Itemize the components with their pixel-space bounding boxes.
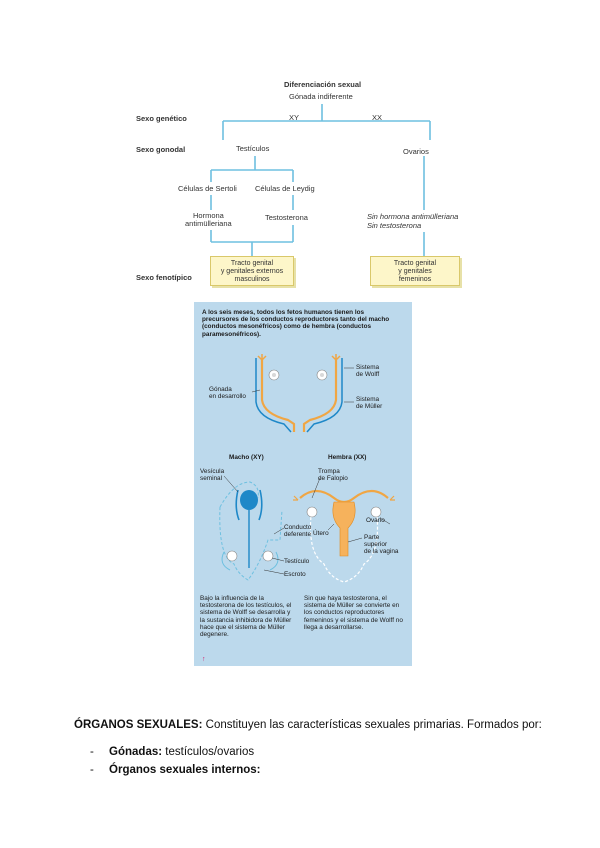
node-leydig-cells: Células de Leydig [255,184,315,193]
label-muller-system: Sistema de Müller [356,396,382,410]
label-fallopian-tube: Trompa de Falopio [318,468,348,482]
box-female-line3: femeninos [398,276,432,283]
row-label-genetic: Sexo genético [136,114,187,123]
label-tube-line1: Trompa [318,468,340,475]
box-male-tract: Tracto genital y genitales externos masc… [210,256,294,286]
label-wolff-line1: Sistema [356,364,380,371]
node-ovaries: Ovarios [403,147,429,156]
caption-male: Bajo la influencia de la testosterona de… [200,595,292,639]
box-female-line1: Tracto genital [393,260,437,267]
list-item: - Órganos sexuales internos: [90,764,261,776]
label-upper-vagina: Parte superior de la vagina [364,534,398,555]
list-item-bold: Órganos sexuales internos: [109,764,261,776]
diagram-connector-lines [210,104,431,256]
box-male-line2: y genitales externos [220,268,284,275]
indifferent-duct-illustration [219,354,395,583]
caption-female: Sin que haya testosterona, el sistema de… [304,595,403,631]
row-label-phenotypic: Sexo fenotípico [136,273,192,282]
label-vagina-line1: Parte [364,534,380,541]
label-uterus: Útero [313,530,329,537]
list-dash: - [90,764,94,776]
label-vagina-line3: de la vagina [364,548,399,555]
label-wolff-line2: de Wolff [356,371,380,378]
label-vas-line1: Conducto [284,524,312,531]
organs-heading: ÓRGANOS SEXUALES: [74,719,203,731]
diagram-title: Diferenciación sexual [284,80,362,89]
node-no-amh: Sin hormona antimülleriana [367,212,459,221]
label-developing-gonad: Gónada en desarrollo [209,386,246,400]
label-testicle: Testículo [284,558,310,565]
list-item-bold: Gónadas: [109,746,163,758]
node-amh-line1: Hormona [193,211,224,220]
organs-paragraph: ÓRGANOS SEXUALES: Constituyen las caract… [74,719,542,731]
branch-xy-label: XY [289,113,300,122]
node-sertoli-cells: Células de Sertoli [178,184,237,193]
branch-xx-label: XX [372,113,383,122]
node-no-testosterone: Sin testosterona [367,221,422,230]
row-label-gonadal: Sexo gonodal [136,145,186,154]
label-gonad-line1: Gónada [209,386,232,393]
list-dash: - [90,746,94,758]
label-muller-line1: Sistema [356,396,380,403]
label-gonad-line2: en desarrollo [209,393,246,400]
label-vas-line2: deferente [284,531,312,538]
label-vas-deferens: Conducto deferente [284,524,311,538]
label-muller-line2: de Müller [356,403,383,410]
box-female-tract: Tracto genital y genitales femeninos [370,256,460,286]
female-title: Hembra (XX) [328,454,367,461]
arrow-marker-icon: ↑ [202,656,206,663]
node-testosterone: Testosterona [265,213,308,222]
node-testicles: Testículos [236,144,270,153]
reproductive-ducts-figure: A los seis meses, todos los fetos humano… [194,302,412,666]
list-item: - Gónadas: testículos/ovarios [90,746,254,758]
list-item-rest: testículos/ovarios [162,746,255,758]
label-seminal-vesicle: Vesícula seminal [200,468,224,482]
label-vesicle-line1: Vesícula [200,468,225,475]
node-amh-line2: antimülleriana [185,219,232,228]
label-vagina-line2: superior [364,541,388,548]
label-vesicle-line2: seminal [200,475,223,482]
figure-intro-text: A los seis meses, todos los fetos humano… [202,309,390,338]
label-wolff-system: Sistema de Wolff [356,364,379,378]
box-male-line1: Tracto genital [230,260,274,267]
organs-description: Constituyen las características sexuales… [202,719,542,731]
box-female-line2: y genitales [398,268,432,275]
male-title: Macho (XY) [229,454,264,461]
label-scrotum: Escroto [284,571,306,578]
box-male-line3: masculinos [234,276,270,283]
label-tube-line2: de Falopio [318,475,348,482]
label-ovary: Ovario [366,517,385,524]
diagram-subtitle: Gónada indiferente [289,92,353,101]
